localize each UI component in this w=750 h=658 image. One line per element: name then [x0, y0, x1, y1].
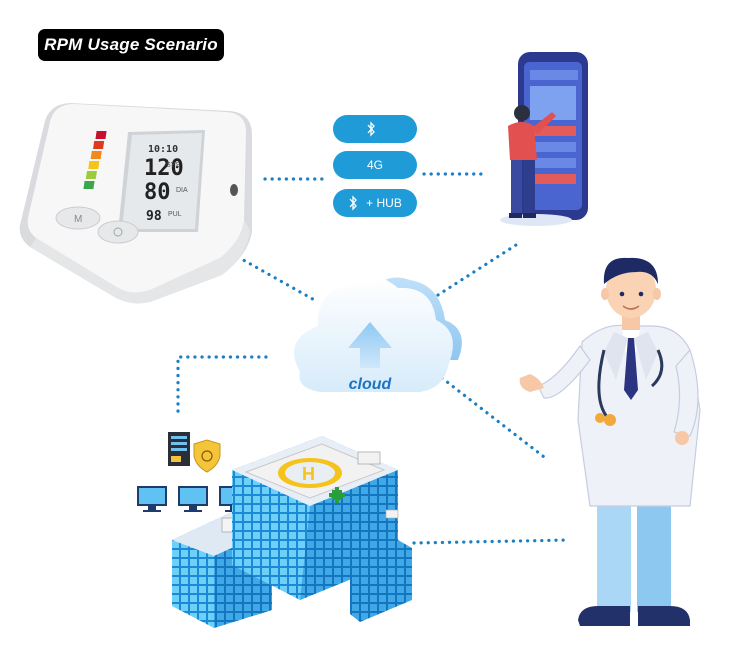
- cloud-label: cloud: [349, 376, 393, 393]
- bluetooth-hub-pill: + HUB: [333, 189, 417, 217]
- pul-reading: 98: [146, 209, 162, 224]
- pul-label: PUL: [168, 211, 182, 218]
- dia-reading: 80: [144, 180, 171, 205]
- memory-button: [55, 206, 101, 230]
- sys-label: SYS: [166, 162, 180, 169]
- doctor-figure: [519, 257, 701, 626]
- bluetooth-pill: [333, 115, 417, 143]
- blood-pressure-monitor: 120 80 98 10:10 SYS DIA PUL M: [19, 103, 252, 304]
- server-icon: [168, 432, 190, 466]
- time-reading: 10:10: [148, 144, 178, 155]
- monitor-icon: [137, 486, 167, 512]
- power-button: [97, 220, 139, 244]
- line-hospital-to-doctor: [412, 538, 572, 545]
- line-device-to-cloud: [236, 255, 320, 304]
- helipad-letter: H: [302, 464, 315, 484]
- scenario-title: RPM Usage Scenario: [38, 29, 224, 61]
- line-cloud-to-phone: [436, 243, 518, 297]
- bluetooth-icon: [367, 121, 375, 137]
- line-cloud-to-doctor: [440, 376, 550, 462]
- cuff-jack: [230, 184, 238, 196]
- upload-arrow-icon: [348, 322, 392, 368]
- security-shield-icon: [193, 439, 221, 473]
- 4g-pill: 4G: [333, 151, 417, 179]
- smartphone-user: [500, 52, 588, 226]
- hospital-building: H: [172, 436, 412, 628]
- connection-lines: [176, 172, 572, 545]
- 4g-pill-label: 4G: [366, 158, 383, 172]
- hub-pill-label: + HUB: [366, 196, 402, 210]
- line-cloud-to-hospital: [176, 355, 268, 415]
- monitor-icons: [137, 486, 249, 512]
- cloud-icon: [294, 276, 462, 392]
- power-icon: [113, 227, 123, 237]
- monitor-icon: [178, 486, 208, 512]
- bluetooth-icon: [349, 195, 358, 211]
- who-indicator-bars: [83, 131, 107, 189]
- sys-reading: 120: [144, 156, 184, 181]
- memory-button-label: M: [74, 214, 82, 225]
- dia-label: DIA: [176, 187, 188, 194]
